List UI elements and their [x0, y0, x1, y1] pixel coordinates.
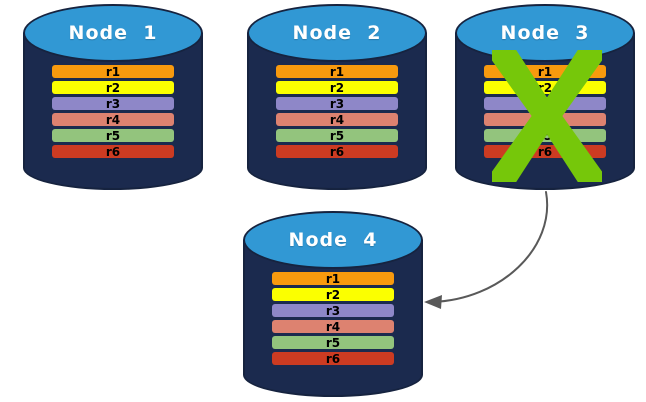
node-node2[interactable]: Node 2 r1 r2 r3 r4 r5 r6	[247, 4, 427, 190]
node-node3[interactable]: Node 3 r1 r2 r3 r4 r5 r6	[455, 4, 635, 190]
data-row-r1: r1	[276, 65, 398, 78]
data-row-r3: r3	[484, 97, 606, 110]
data-row-r2: r2	[276, 81, 398, 94]
data-row-r4: r4	[276, 113, 398, 126]
node-title: Node 1	[68, 22, 158, 44]
data-row-r6: r6	[52, 145, 174, 158]
data-row-r2: r2	[272, 288, 394, 301]
row-stack: r1 r2 r3 r4 r5 r6	[52, 65, 174, 161]
data-row-r5: r5	[276, 129, 398, 142]
data-row-r6: r6	[484, 145, 606, 158]
node-title: Node 4	[288, 229, 378, 251]
row-stack: r1 r2 r3 r4 r5 r6	[272, 272, 394, 368]
node-node4[interactable]: Node 4 r1 r2 r3 r4 r5 r6	[243, 211, 423, 397]
data-row-r4: r4	[484, 113, 606, 126]
data-row-r3: r3	[272, 304, 394, 317]
arrow-line	[431, 191, 549, 303]
data-row-r3: r3	[52, 97, 174, 110]
data-row-r2: r2	[52, 81, 174, 94]
data-row-r6: r6	[272, 352, 394, 365]
data-row-r4: r4	[272, 320, 394, 333]
data-row-r2: r2	[484, 81, 606, 94]
data-row-r3: r3	[276, 97, 398, 110]
data-row-r1: r1	[484, 65, 606, 78]
cylinder-top-ellipse	[247, 4, 427, 62]
data-row-r5: r5	[272, 336, 394, 349]
data-row-r6: r6	[276, 145, 398, 158]
data-row-r5: r5	[52, 129, 174, 142]
row-stack: r1 r2 r3 r4 r5 r6	[484, 65, 606, 161]
row-stack: r1 r2 r3 r4 r5 r6	[276, 65, 398, 161]
cylinder-top-ellipse	[23, 4, 203, 62]
node-title: Node 2	[292, 22, 382, 44]
cylinder-top-ellipse	[243, 211, 423, 269]
data-row-r1: r1	[272, 272, 394, 285]
node-title: Node 3	[500, 22, 590, 44]
data-row-r5: r5	[484, 129, 606, 142]
data-row-r4: r4	[52, 113, 174, 126]
data-row-r1: r1	[52, 65, 174, 78]
arrow-head-icon	[424, 295, 442, 309]
node-node1[interactable]: Node 1 r1 r2 r3 r4 r5 r6	[23, 4, 203, 190]
